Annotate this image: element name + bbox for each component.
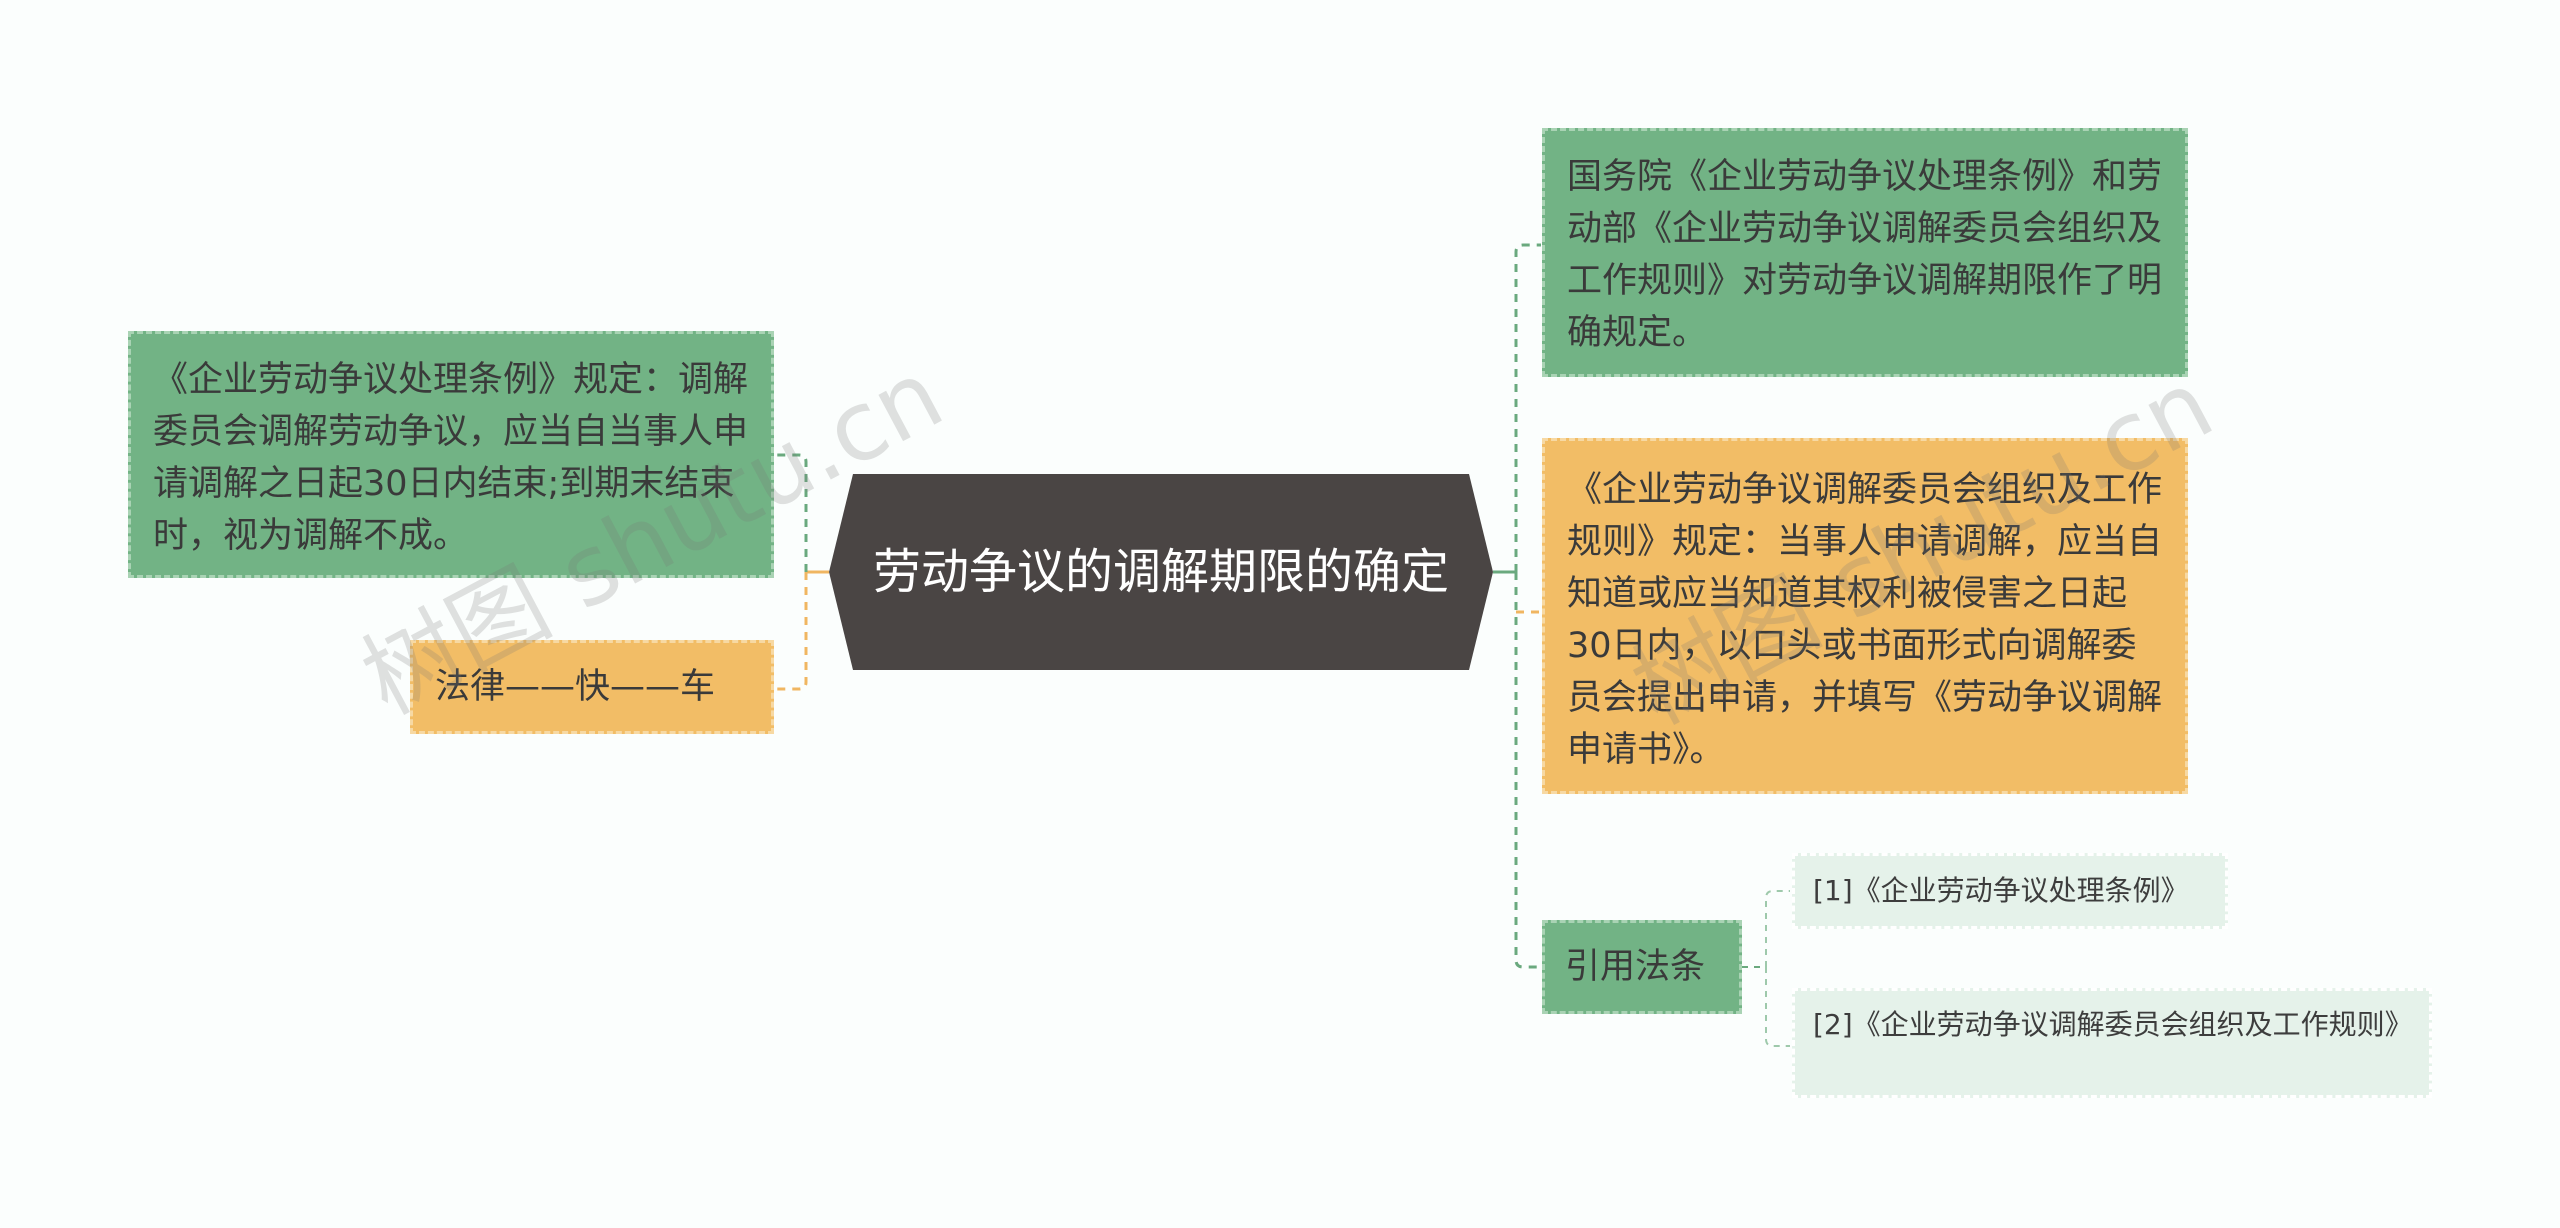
reference-item-2[interactable]: [2]《企业劳动争议调解委员会组织及工作规则》 — [1792, 988, 2432, 1098]
right-topic-application-deadline[interactable]: 《企业劳动争议调解委员会组织及工作规则》规定：当事人申请调解，应当自知道或应当知… — [1542, 438, 2188, 794]
left-topic-regulation[interactable]: 《企业劳动争议处理条例》规定：调解委员会调解劳动争议，应当自当事人申请调解之日起… — [128, 331, 774, 578]
central-topic-shape — [829, 474, 1493, 670]
left-topic-regulation-text: 《企业劳动争议处理条例》规定：调解委员会调解劳动争议，应当自当事人申请调解之日起… — [153, 360, 749, 556]
central-topic[interactable]: 劳动争议的调解期限的确定 — [829, 474, 1493, 670]
right-topic-cited-articles-text: 引用法条 — [1565, 947, 1706, 987]
central-topic-label: 劳动争议的调解期限的确定 — [872, 544, 1449, 600]
left-topic-law-express-text: 法律——快——车 — [435, 667, 716, 707]
right-topic-state-council-text: 国务院《企业劳动争议处理条例》和劳动部《企业劳动争议调解委员会组织及工作规则》对… — [1567, 157, 2163, 353]
right-topic-cited-articles[interactable]: 引用法条 — [1542, 920, 1742, 1014]
right-topic-application-deadline-text: 《企业劳动争议调解委员会组织及工作规则》规定：当事人申请调解，应当自知道或应当知… — [1567, 470, 2163, 770]
right-topic-state-council[interactable]: 国务院《企业劳动争议处理条例》和劳动部《企业劳动争议调解委员会组织及工作规则》对… — [1542, 128, 2188, 377]
left-topic-law-express[interactable]: 法律——快——车 — [410, 640, 774, 734]
reference-item-2-text: [2]《企业劳动争议调解委员会组织及工作规则》 — [1813, 1008, 2413, 1041]
reference-item-1[interactable]: [1]《企业劳动争议处理条例》 — [1792, 853, 2228, 929]
reference-item-1-text: [1]《企业劳动争议处理条例》 — [1813, 874, 2189, 907]
